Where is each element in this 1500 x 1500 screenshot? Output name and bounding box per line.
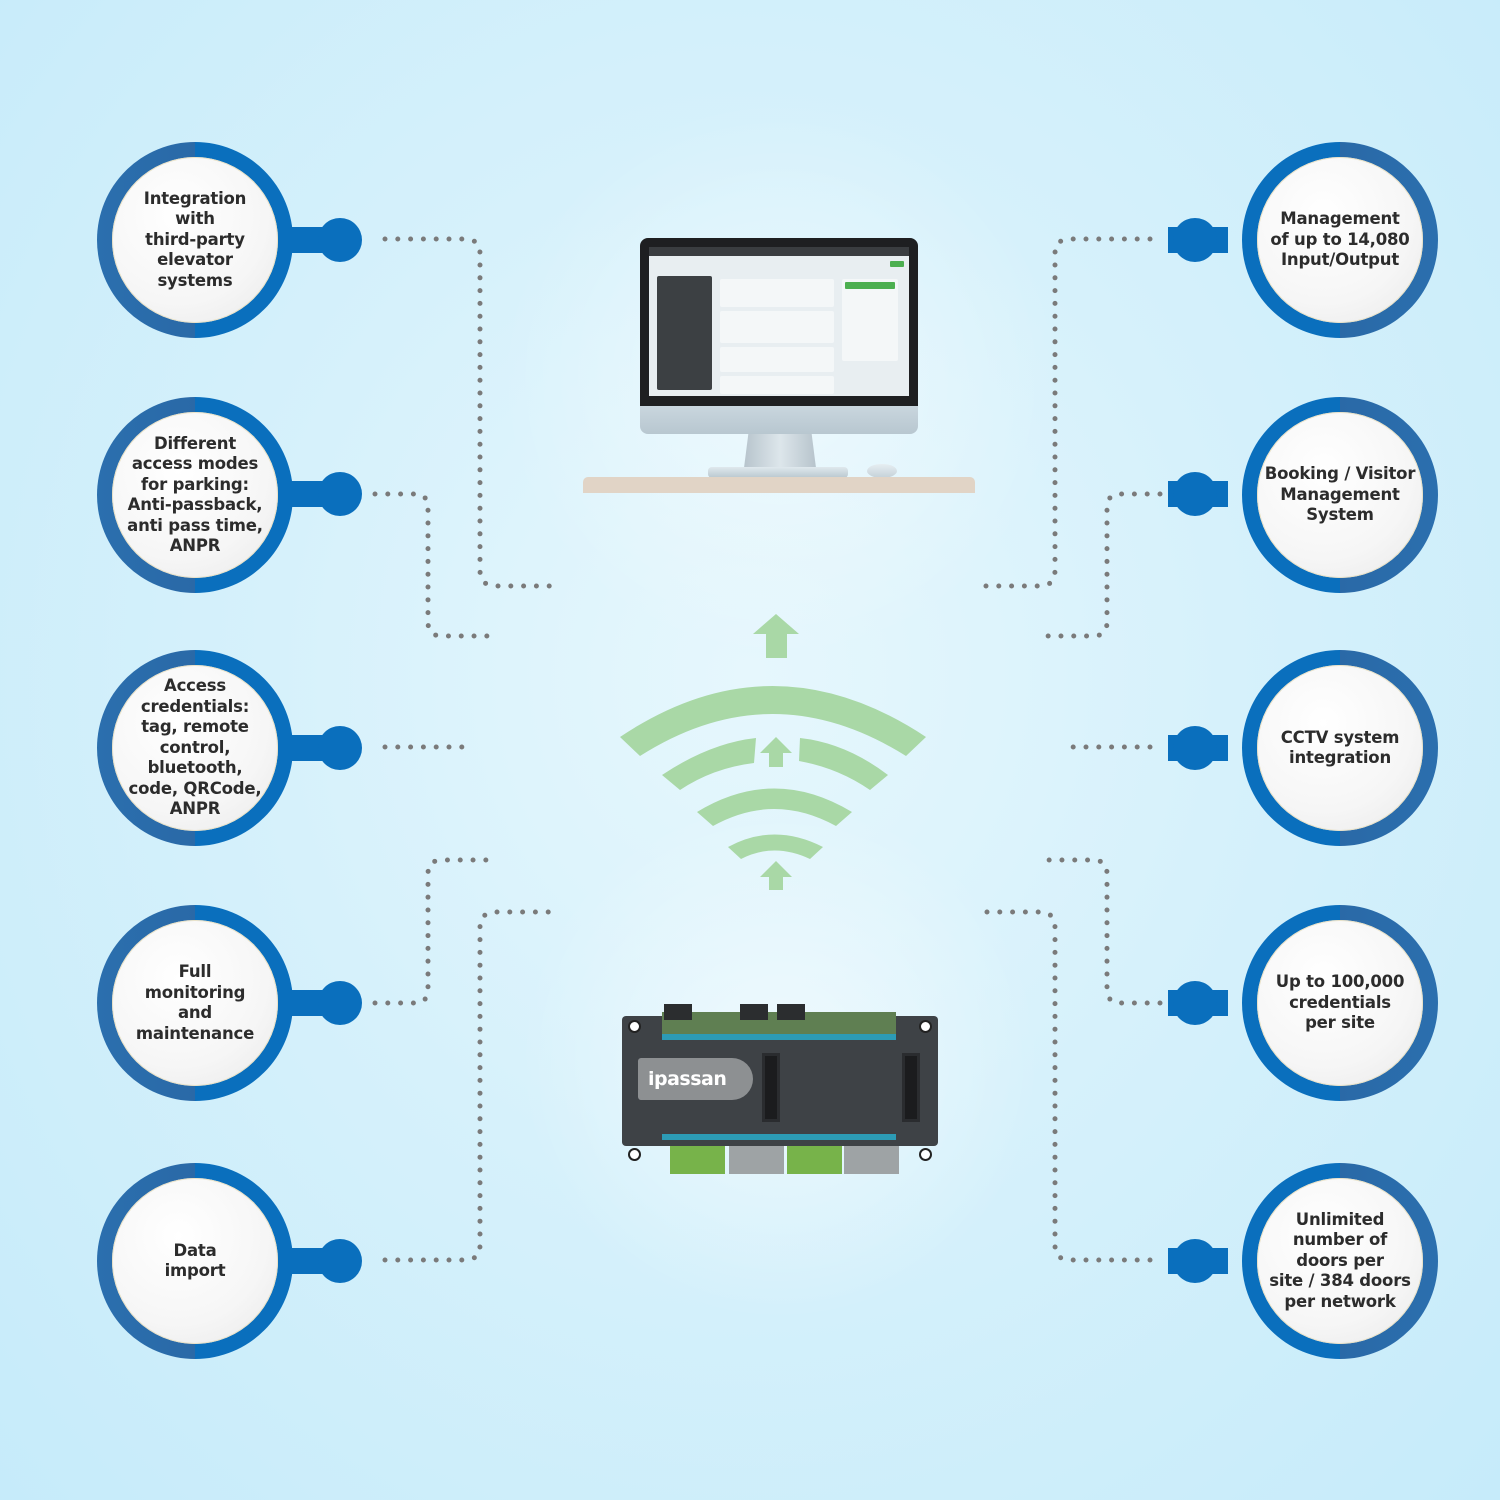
screen-card (720, 347, 834, 372)
mouse (867, 464, 897, 478)
feature-label: Integration with third-party elevator sy… (143, 188, 247, 290)
terminal-block (670, 1146, 725, 1174)
keyboard (708, 467, 848, 478)
mount-hole (919, 1020, 932, 1033)
node-knob (1173, 472, 1217, 516)
monitor-stand (744, 434, 816, 468)
arrow-up-bottom-icon (760, 861, 792, 890)
screen-button (890, 261, 904, 267)
controller-stripe (662, 1134, 896, 1140)
node-knob (1173, 981, 1217, 1025)
mount-hole (628, 1020, 641, 1033)
feature-circle: Integration with third-party elevator sy… (97, 142, 293, 338)
feature-circle: Up to 100,000 credentials per site (1242, 905, 1438, 1101)
controller-slot (762, 1053, 780, 1122)
monitor-chin (640, 406, 918, 434)
feature-circle: CCTV system integration (1242, 650, 1438, 846)
brand-name: ipassan (648, 1068, 727, 1090)
node-knob (1173, 726, 1217, 770)
feature-label: Full monitoring and maintenance (135, 962, 255, 1043)
terminal-block (844, 1146, 899, 1174)
mount-hole (628, 1148, 641, 1161)
node-knob (318, 981, 362, 1025)
screen-card (720, 376, 834, 394)
controller-top-terminal (777, 1004, 805, 1020)
feature-circle: Management of up to 14,080 Input/Output (1242, 142, 1438, 338)
mount-hole (919, 1148, 932, 1161)
arrow-up-small-icon (760, 737, 792, 767)
feature-label: Management of up to 14,080 Input/Output (1270, 209, 1410, 270)
terminal-block (729, 1146, 784, 1174)
connector-left-4 (372, 857, 499, 1006)
controller-logo: ipassan (638, 1058, 753, 1100)
circle-face: Up to 100,000 credentials per site (1257, 920, 1423, 1086)
wifi-arc-2-left (662, 738, 756, 790)
arrow-up-icon (753, 614, 799, 658)
computer-monitor (640, 238, 918, 434)
wifi-arc-2-right (799, 738, 888, 790)
controller-slot (902, 1053, 920, 1122)
wifi-arc-3 (697, 788, 852, 826)
monitor-screen (649, 247, 909, 396)
feature-circle: Full monitoring and maintenance (97, 905, 293, 1101)
circle-face: Management of up to 14,080 Input/Output (1257, 157, 1423, 323)
screen-card (720, 311, 834, 343)
screen-card (720, 279, 834, 307)
desk (583, 477, 975, 493)
controller-stripe (662, 1034, 896, 1040)
wifi-arc-4 (728, 834, 823, 859)
circle-face: Different access modes for parking: Anti… (112, 412, 278, 578)
wifi-arc-1 (620, 686, 926, 756)
node-knob (318, 1239, 362, 1283)
circle-face: Integration with third-party elevator sy… (112, 157, 278, 323)
circle-face: Full monitoring and maintenance (112, 920, 278, 1086)
node-knob (1173, 218, 1217, 262)
connector-right-2 (1037, 491, 1163, 639)
feature-label: CCTV system integration (1280, 727, 1400, 768)
screen-sidebar (657, 276, 712, 390)
connector-left-2 (372, 491, 499, 639)
terminal-block (787, 1146, 842, 1174)
controller-top-terminal (664, 1004, 692, 1020)
feature-label: Different access modes for parking: Anti… (127, 433, 263, 556)
feature-circle: Different access modes for parking: Anti… (97, 397, 293, 593)
feature-label: Access credentials: tag, remote control,… (128, 676, 262, 819)
feature-circle: Access credentials: tag, remote control,… (97, 650, 293, 846)
feature-label: Booking / Visitor Management System (1264, 464, 1416, 525)
feature-circle: Unlimited number of doors per site / 384… (1242, 1163, 1438, 1359)
screen-titlebar (649, 247, 909, 256)
circle-face: Unlimited number of doors per site / 384… (1257, 1178, 1423, 1344)
access-controller-device: ipassan (622, 1000, 938, 1178)
circle-face: Booking / Visitor Management System (1257, 412, 1423, 578)
circle-face: CCTV system integration (1257, 665, 1423, 831)
node-knob (318, 472, 362, 516)
monitor-bezel (640, 238, 918, 406)
feature-label: Up to 100,000 credentials per site (1275, 972, 1405, 1033)
node-knob (1173, 1239, 1217, 1283)
feature-label: Unlimited number of doors per site / 384… (1269, 1209, 1411, 1311)
feature-circle: Booking / Visitor Management System (1242, 397, 1438, 593)
screen-panel-header (845, 282, 895, 289)
circle-face: Data import (112, 1178, 278, 1344)
controller-top-terminal (740, 1004, 768, 1020)
screen-panel (842, 279, 898, 361)
connector-right-4 (1037, 857, 1163, 1006)
circle-face: Access credentials: tag, remote control,… (112, 665, 278, 831)
feature-label: Data import (164, 1240, 226, 1281)
feature-circle: Data import (97, 1163, 293, 1359)
node-knob (318, 726, 362, 770)
node-knob (318, 218, 362, 262)
